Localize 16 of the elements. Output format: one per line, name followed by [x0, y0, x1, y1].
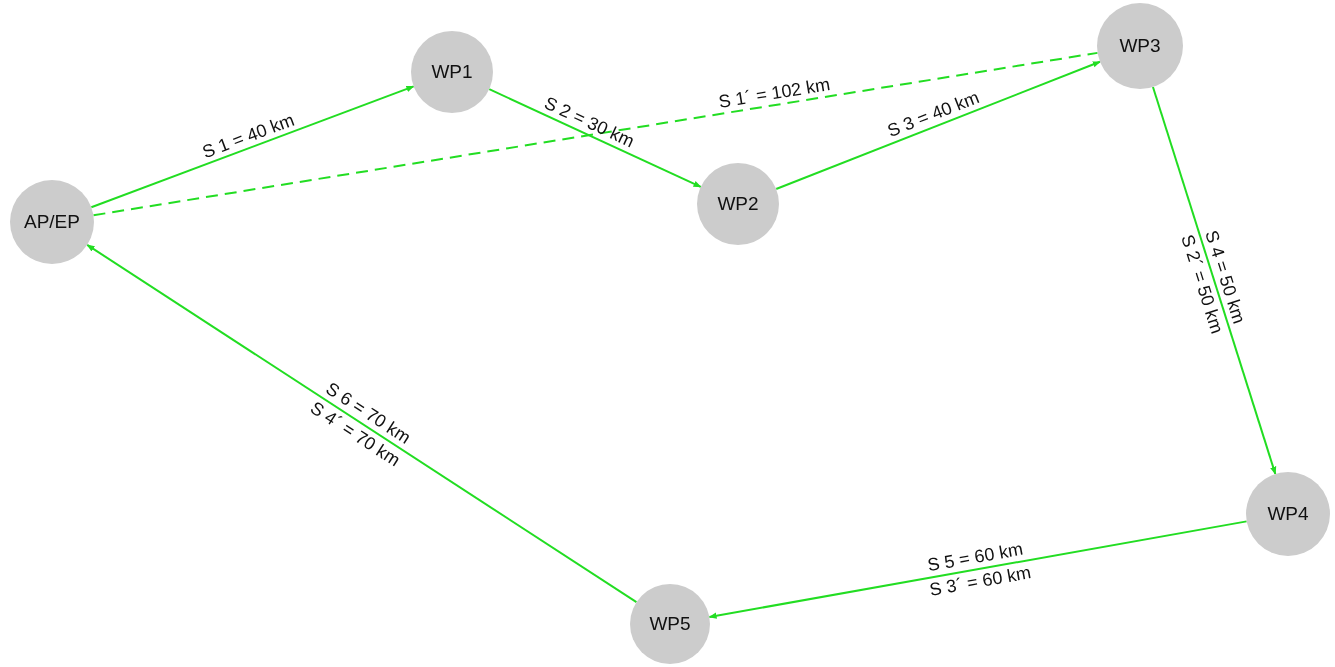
route-arrow	[90, 85, 415, 209]
waypoint-label: WP3	[1119, 35, 1161, 57]
edge-label: S 3 = 40 km	[884, 87, 983, 142]
waypoint-label: AP/EP	[24, 211, 80, 233]
edge-label: S 1 = 40 km	[199, 109, 297, 162]
waypoint-label: WP4	[1267, 503, 1309, 525]
route-arrow	[86, 243, 638, 604]
route-arrow	[488, 88, 702, 188]
waypoint-label: WP5	[649, 613, 691, 635]
edge-label: S 1´ = 102 km	[716, 74, 832, 112]
waypoint-label: WP2	[717, 193, 759, 215]
route-arrow	[708, 520, 1248, 619]
route-arrow	[1151, 86, 1277, 475]
waypoint-label: WP1	[431, 61, 473, 83]
edge-label: S 2 = 30 km	[541, 92, 638, 152]
route-arrow	[775, 60, 1101, 190]
